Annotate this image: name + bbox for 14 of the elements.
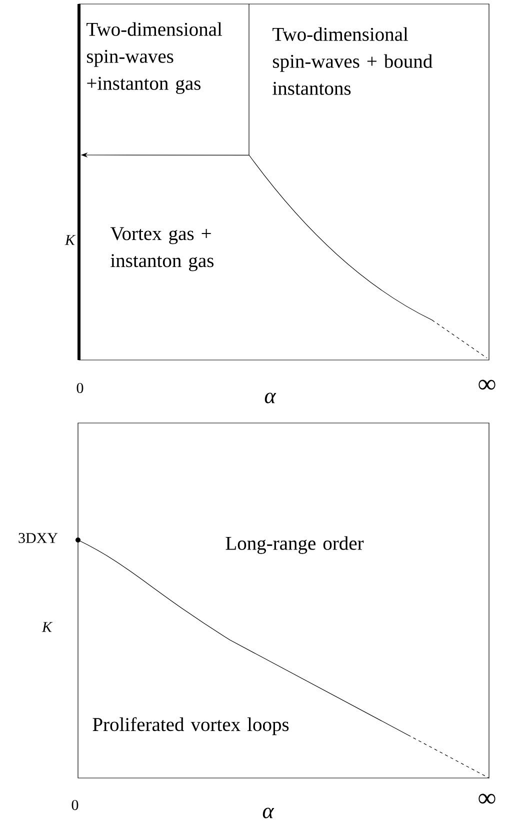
- tick-label: ∞: [478, 380, 496, 390]
- tick-label: 0: [72, 800, 78, 810]
- region-label: Two-dimensional spin-waves +instanton gas: [86, 22, 222, 94]
- divider-line: [248, 4, 250, 155]
- axis-label: α: [262, 808, 274, 818]
- region-label: Proliferated vortex loops: [92, 717, 289, 736]
- phase-diagram-frame: [78, 422, 490, 778]
- tick-label: 0: [76, 382, 84, 394]
- tick-label: ∞: [478, 794, 496, 804]
- region-label: Long-range order: [226, 536, 364, 554]
- region-label: Vortex gas + instanton gas: [110, 227, 214, 272]
- region-label: Two-dimensional spin-waves + bound instantons: [272, 27, 432, 95]
- point-label: 3DXY: [18, 532, 58, 544]
- axis-label: K: [42, 622, 53, 632]
